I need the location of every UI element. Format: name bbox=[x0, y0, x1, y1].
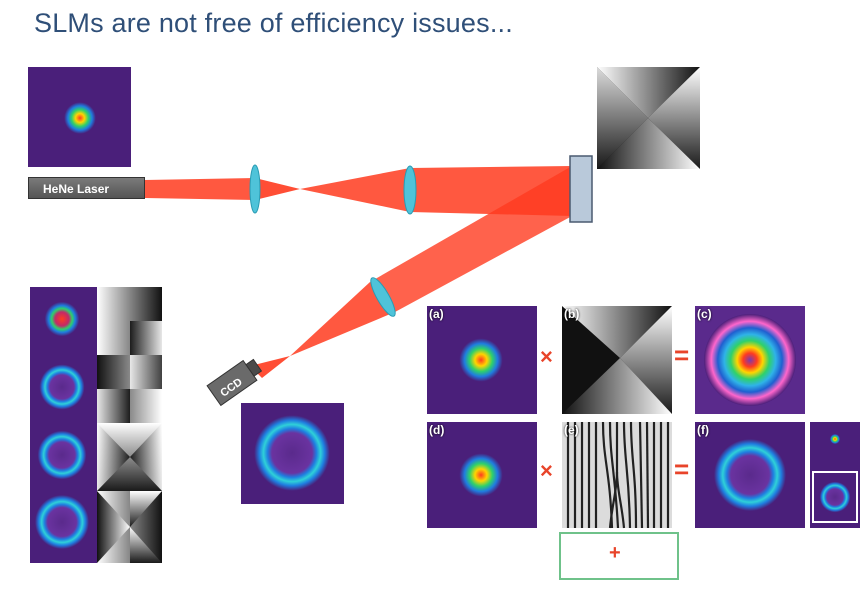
panel-c-label: (c) bbox=[697, 307, 712, 321]
slm-device bbox=[569, 155, 593, 223]
beam-segment-1 bbox=[145, 178, 255, 200]
lens-2-icon bbox=[403, 165, 417, 215]
diffraction-orders bbox=[810, 422, 860, 528]
beam-segment-2 bbox=[300, 168, 410, 212]
plus-operator: + bbox=[609, 542, 621, 564]
panel-d-label-wrap: (d) bbox=[427, 422, 467, 442]
panel-f-label-wrap: (f) bbox=[695, 422, 735, 442]
panel-b-image bbox=[562, 306, 672, 414]
lens-1-icon bbox=[249, 164, 261, 214]
mode-stack bbox=[30, 287, 97, 563]
equals-operator-top: = bbox=[674, 340, 690, 370]
beam-reflected bbox=[370, 166, 572, 312]
slm-phase-pattern bbox=[597, 67, 700, 169]
panel-d-label: (d) bbox=[429, 423, 445, 437]
panel-e-label-wrap: (e) bbox=[562, 422, 602, 442]
panel-e-label: (e) bbox=[564, 423, 579, 437]
beam-focus bbox=[255, 178, 300, 200]
donut-beam bbox=[250, 411, 334, 495]
lens-3-icon bbox=[370, 277, 396, 317]
panel-a-label-wrap: (a) bbox=[427, 306, 467, 326]
laser-label: HeNe Laser bbox=[28, 177, 145, 199]
panel-a-label: (a) bbox=[429, 307, 444, 321]
ccd-camera-icon bbox=[206, 358, 263, 407]
multiply-operator-top: × bbox=[540, 344, 553, 369]
panel-f-label: (f) bbox=[697, 423, 709, 437]
hologram-inset-frame bbox=[559, 532, 679, 580]
phase-stack bbox=[97, 287, 162, 563]
slide-title: SLMs are not free of efficiency issues..… bbox=[34, 8, 513, 38]
beam-converge bbox=[290, 282, 395, 356]
equals-operator-bottom: = bbox=[674, 454, 690, 484]
panel-e-image bbox=[562, 421, 672, 529]
gaussian-spot bbox=[58, 96, 102, 140]
multiply-operator-bottom: × bbox=[540, 458, 553, 483]
panel-b-label: (b) bbox=[564, 307, 580, 321]
panel-c-label-wrap: (c) bbox=[695, 306, 735, 326]
panel-b-label-wrap: (b) bbox=[562, 306, 602, 326]
